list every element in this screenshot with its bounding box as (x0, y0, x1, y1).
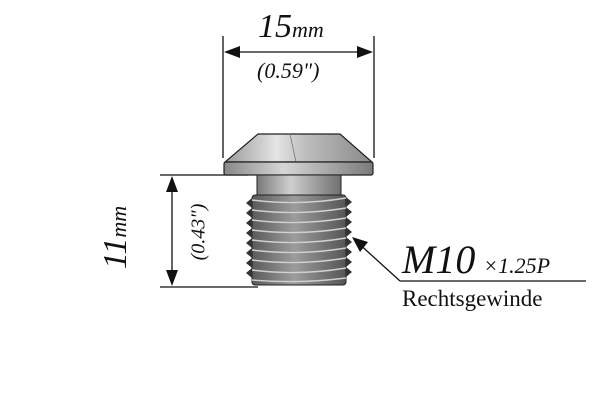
thread-direction-label: Rechtsgewinde (402, 286, 543, 311)
height-mm-label: 11mm (97, 205, 135, 270)
height-inch-label: (0.43") (187, 203, 210, 261)
thread-leader-arrow (352, 237, 586, 282)
width-dimension (222, 36, 375, 158)
threaded-shank (246, 194, 352, 286)
width-inch-label: (0.59") (257, 58, 320, 83)
width-mm-label: 15mm (258, 8, 324, 45)
thread-pitch-label: ×1.25P (483, 253, 551, 278)
bolt-neck (256, 174, 342, 196)
height-labels: 11mm (0.43") (97, 178, 220, 288)
thread-size-label: M10×1.25P (402, 237, 551, 282)
bolt-head (223, 133, 374, 176)
